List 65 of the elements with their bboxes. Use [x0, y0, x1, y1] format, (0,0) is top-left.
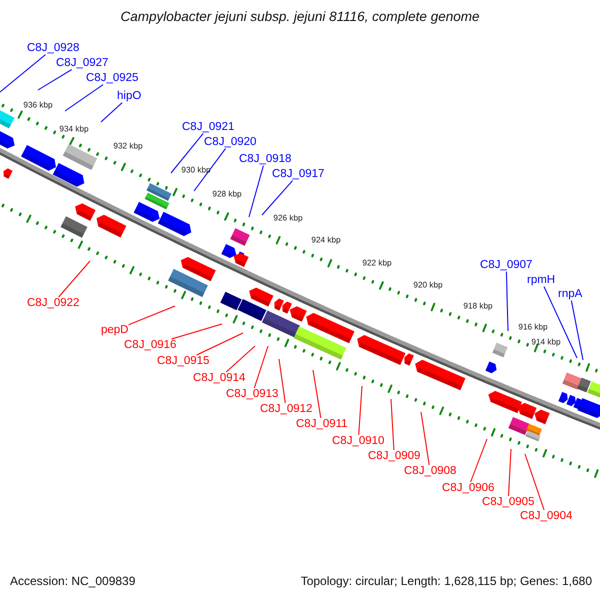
accession-text: Accession: NC_009839	[10, 575, 136, 588]
gene-label: rpmH	[527, 274, 556, 287]
gene-label: C8J_0907	[480, 259, 532, 272]
leader-line	[262, 180, 294, 216]
leader-line	[128, 306, 176, 326]
scale-label: 932 kbp	[113, 142, 143, 150]
leader-line	[570, 300, 584, 360]
gene-label: C8J_0920	[204, 136, 256, 149]
leader-line	[470, 438, 488, 482]
scale-label: 936 kbp	[23, 100, 53, 110]
leader-line	[278, 358, 286, 404]
gene-label: C8J_0916	[124, 339, 176, 352]
gene-label: C8J_0913	[226, 388, 278, 401]
scale-label: 930 kbp	[181, 166, 211, 174]
leader-line	[248, 165, 264, 218]
scale-label: 924 kbp	[311, 236, 341, 244]
scale-label: 918 kbp	[463, 302, 493, 310]
scale-label: 920 kbp	[413, 280, 443, 290]
leader-line	[508, 448, 512, 496]
leader-line	[390, 398, 394, 450]
gene-label: C8J_0915	[157, 355, 210, 368]
leader-line	[506, 271, 508, 332]
scale-label: 926 kbp	[273, 214, 303, 222]
leader-line	[171, 324, 222, 340]
gene-label: C8J_0911	[296, 418, 348, 431]
leader-line	[0, 54, 46, 92]
leader-line	[196, 332, 244, 356]
gene-label: C8J_0904	[520, 510, 572, 523]
gene-label: hipO	[117, 90, 142, 103]
gene-label: C8J_0905	[482, 496, 534, 509]
gene-label: C8J_0917	[272, 168, 324, 181]
gene-label: C8J_0910	[332, 435, 384, 448]
scale-label: 916 kbp	[518, 322, 548, 332]
gene-label: C8J_0918	[239, 153, 292, 166]
leader-line	[170, 133, 204, 174]
gene-label: C8J_0922	[27, 297, 80, 310]
leader-line	[100, 102, 123, 122]
gene-label: C8J_0928	[27, 42, 80, 55]
leader-line	[226, 346, 256, 372]
leader-line	[64, 84, 104, 112]
gene-label: pepD	[101, 324, 128, 337]
scale-label: 928 kbp	[212, 190, 242, 198]
leader-line	[358, 386, 362, 436]
leader-line	[312, 370, 322, 418]
leader-line	[38, 69, 72, 90]
leader-line	[194, 148, 226, 192]
leader-line	[58, 260, 90, 298]
gene-label: C8J_0906	[442, 482, 494, 495]
gene-label: C8J_0921	[182, 121, 234, 134]
leader-line	[544, 286, 578, 358]
gene-label: C8J_0914	[193, 372, 246, 385]
gene-label: C8J_0908	[404, 465, 456, 478]
scale-label: 914 kbp	[531, 338, 561, 346]
gene-label: C8J_0925	[86, 72, 138, 85]
scale-label: 922 kbp	[362, 258, 392, 268]
leader-line	[524, 454, 545, 510]
gene-label: rnpA	[558, 288, 582, 301]
gene-label: C8J_0912	[260, 403, 312, 416]
gene-label: C8J_0927	[56, 57, 108, 70]
gene-label: C8J_0909	[368, 450, 420, 463]
genome-summary-text: Topology: circular; Length: 1,628,115 bp; Genes: 1,680	[300, 575, 592, 588]
scale-label: 934 kbp	[59, 124, 89, 134]
leader-line	[420, 412, 430, 466]
leader-line	[254, 346, 268, 388]
diagram-title: Campylobacter jejuni subsp. jejuni 81116, complete genome	[120, 10, 480, 25]
